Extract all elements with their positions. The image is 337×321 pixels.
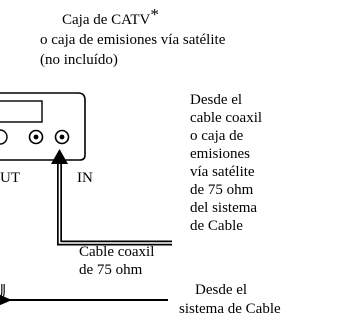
catv-box — [0, 92, 86, 161]
cable-label-line: Cable coaxil — [79, 244, 154, 260]
cable-system-label: Desde el sistema de Cable — [179, 282, 281, 317]
source-label-line: Desde el — [190, 92, 242, 108]
box-note: (no incluído) — [40, 52, 118, 68]
cable-system-label-line: Desde el — [195, 282, 247, 298]
source-label-line: del sistema — [190, 200, 257, 216]
source-label-line: de 75 ohm — [190, 182, 254, 198]
source-label-line: cable coaxil — [190, 110, 262, 126]
source-label: Desde el cable coaxil o caja de emisione… — [190, 92, 266, 234]
source-label-line: de Cable — [190, 218, 243, 234]
box-subtitle: o caja de emisiones vía satélite — [40, 32, 226, 48]
in-port-label: IN — [77, 170, 93, 186]
in-port — [54, 129, 70, 145]
out-port-label: UT — [0, 170, 20, 186]
out-port — [28, 129, 44, 145]
cable-system-line — [0, 284, 168, 306]
source-label-line: vía satélite — [190, 164, 255, 180]
port-left-fragment — [0, 129, 8, 145]
cable-label-line: de 75 ohm — [79, 262, 143, 278]
cable-label: Cable coaxil de 75 ohm — [79, 244, 158, 278]
in-cable — [51, 149, 172, 246]
source-label-line: emisiones — [190, 146, 250, 162]
in-arrow-icon — [51, 149, 68, 164]
cable-system-label-line: sistema de Cable — [179, 301, 281, 317]
box-title: Caja de CATV* — [62, 5, 159, 28]
box-title-asterisk: * — [150, 5, 159, 24]
box-title-line1: Caja de CATV — [62, 12, 150, 28]
cable-arrow-icon — [0, 294, 12, 306]
box-display — [0, 100, 43, 123]
source-label-line: o caja de — [190, 128, 244, 144]
